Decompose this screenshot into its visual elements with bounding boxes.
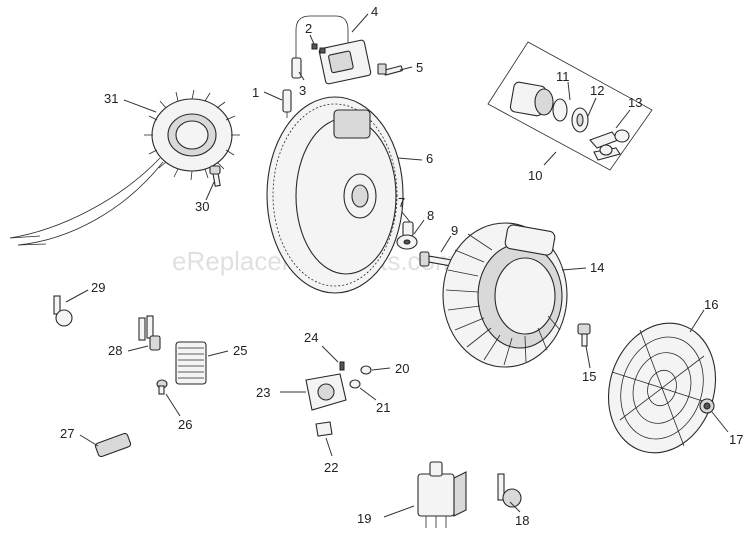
cooling-fan-part <box>442 222 568 368</box>
callout-23: 23 <box>256 385 270 400</box>
callout-4: 4 <box>371 4 378 19</box>
nut-small-part <box>360 365 372 375</box>
callout-30: 30 <box>195 199 209 214</box>
callout-21: 21 <box>376 400 390 415</box>
connector-part <box>94 432 132 458</box>
callout-25: 25 <box>233 343 247 358</box>
washer-small-part <box>349 379 361 389</box>
nut-part <box>699 398 715 414</box>
callout-2: 2 <box>305 21 312 36</box>
callout-29: 29 <box>91 280 105 295</box>
ignition-module-part <box>291 15 372 85</box>
callout-19: 19 <box>357 511 371 526</box>
ignition-screw-part <box>311 43 326 54</box>
callout-16: 16 <box>704 297 718 312</box>
fan-bolt-part <box>577 323 591 347</box>
callout-5: 5 <box>416 60 423 75</box>
rectifier-screw-part <box>339 361 345 371</box>
flywheel-part <box>266 96 404 294</box>
callout-18: 18 <box>515 513 529 528</box>
bracket-part <box>138 315 161 351</box>
leader-lines <box>65 13 729 518</box>
relay-part <box>417 461 467 528</box>
callout-14: 14 <box>590 260 604 275</box>
callout-numbers: 1 2 3 4 5 6 7 8 9 10 11 12 13 14 15 16 1… <box>60 4 743 528</box>
callout-12: 12 <box>590 83 604 98</box>
wire-clamp-part <box>53 295 73 327</box>
callout-1: 1 <box>252 85 259 100</box>
stator-screw-part <box>209 165 221 187</box>
spark-plug-cap-part <box>282 89 292 118</box>
callout-24: 24 <box>304 330 318 345</box>
rectifier-clip-part <box>315 421 333 437</box>
callout-6: 6 <box>426 151 433 166</box>
washer-part <box>396 234 418 250</box>
callout-3: 3 <box>299 83 306 98</box>
callout-28: 28 <box>108 343 122 358</box>
stator-part <box>9 89 240 246</box>
key-switch-assembly-part <box>487 41 653 171</box>
callout-26: 26 <box>178 417 192 432</box>
callout-13: 13 <box>628 95 642 110</box>
callout-22: 22 <box>324 460 338 475</box>
callout-17: 17 <box>729 432 743 447</box>
callout-11: 11 <box>556 69 570 84</box>
callout-27: 27 <box>60 426 74 441</box>
callout-8: 8 <box>427 208 434 223</box>
bolt-part <box>377 63 403 76</box>
regulator-screw-part <box>156 379 168 395</box>
rectifier-part <box>305 373 347 411</box>
callout-7: 7 <box>398 195 405 210</box>
clamp-part <box>497 473 522 508</box>
callout-20: 20 <box>395 361 409 376</box>
callout-31: 31 <box>104 91 118 106</box>
callout-9: 9 <box>451 223 458 238</box>
callout-10: 10 <box>528 168 542 183</box>
regulator-part <box>175 341 207 385</box>
woodruff-key-part <box>402 221 414 237</box>
rotating-screen-part <box>607 322 717 454</box>
callout-15: 15 <box>582 369 596 384</box>
